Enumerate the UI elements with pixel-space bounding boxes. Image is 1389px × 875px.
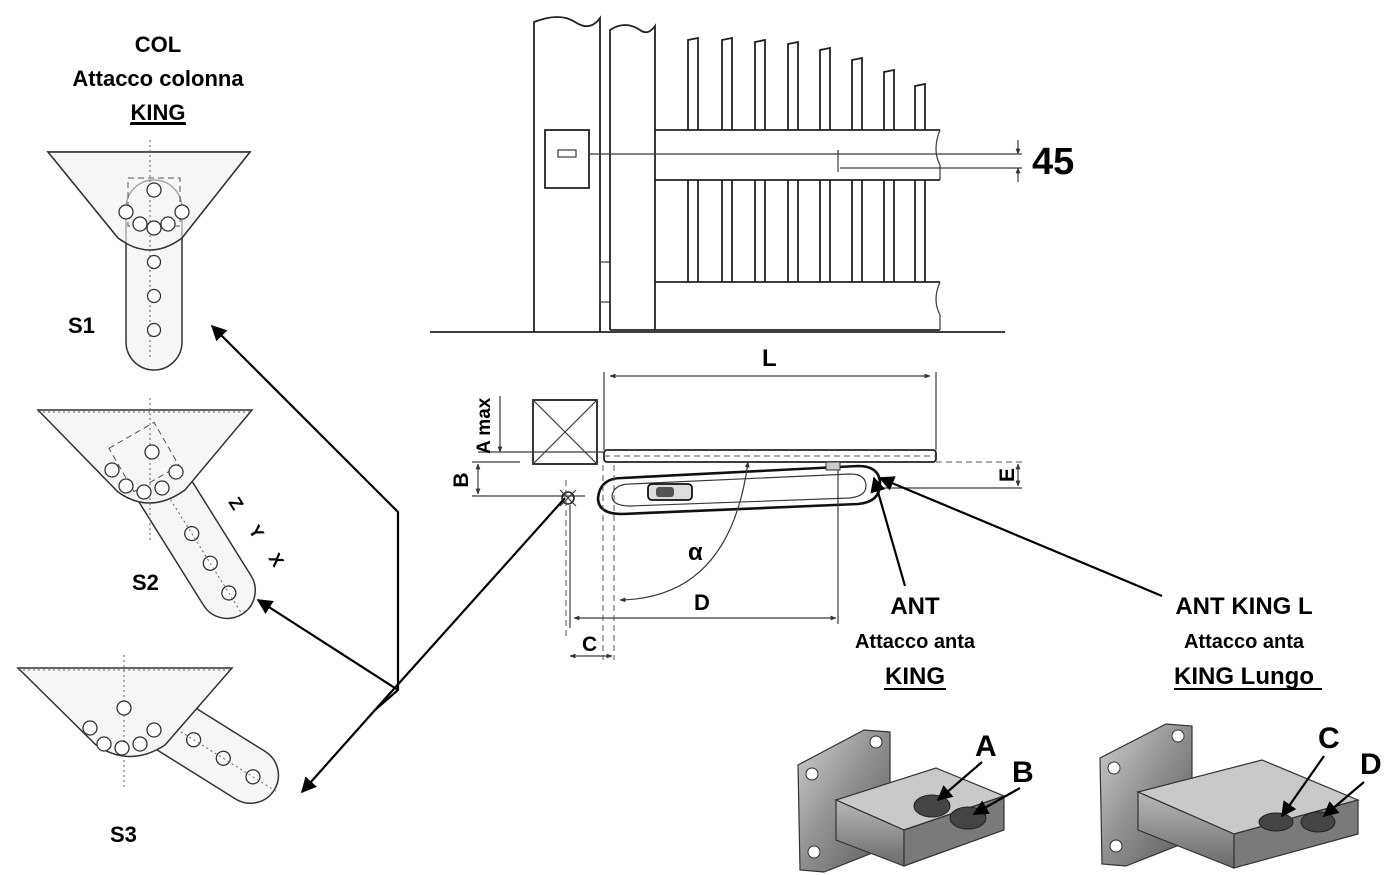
col-description: Attacco colonna [72, 66, 244, 91]
ant-king-l-heading: ANT KING L Attacco anta KING Lungo [1174, 593, 1322, 690]
ant-model: KING [885, 663, 945, 690]
col-code: COL [135, 32, 181, 57]
plan-view: L A max B E α D [450, 345, 1163, 660]
ant-hole-b: B [1012, 756, 1034, 789]
ant-king-l-code: ANT KING L [1175, 593, 1312, 620]
bracket-s1: S1 [46, 140, 252, 371]
gate-dimension-45: 45 [1032, 141, 1074, 183]
ant-heading: ANT Attacco anta KING [855, 593, 976, 690]
ant-king-l-hole-d: D [1360, 748, 1382, 781]
ant-description: Attacco anta [855, 631, 976, 653]
ant-king-l-bracket-photo: C D [1099, 722, 1382, 869]
ant-king-l-model: KING Lungo [1174, 663, 1314, 690]
gate-elevation: 45 [430, 15, 1074, 333]
ant-code: ANT [890, 593, 940, 620]
dim-l: L [762, 345, 777, 372]
dim-alpha: α [688, 539, 703, 566]
dim-d: D [694, 590, 710, 615]
bracket-s3: S3 [16, 655, 280, 847]
bracket-s2: Z Y X S2 [36, 398, 288, 620]
col-model: KING [131, 100, 186, 125]
ant-hole-a: A [975, 730, 997, 763]
gate-bars [687, 36, 926, 282]
bracket-s2-hole-y: Y [245, 522, 268, 543]
col-heading: COL Attacco colonna KING [72, 32, 244, 125]
bracket-s2-hole-x: X [265, 550, 288, 571]
bracket-s1-label: S1 [68, 313, 95, 338]
bracket-s2-hole-z: Z [225, 494, 248, 514]
bracket-pointer-arrows [210, 324, 566, 794]
dim-b: B [450, 472, 473, 487]
dim-c: C [582, 633, 597, 656]
ant-bracket-photo: A B [797, 729, 1034, 873]
dim-a-max: A max [474, 397, 495, 454]
bracket-s3-label: S3 [110, 822, 137, 847]
dim-e: E [996, 468, 1019, 482]
ant-king-l-description: Attacco anta [1184, 631, 1305, 653]
ant-king-l-hole-c: C [1318, 722, 1340, 755]
bracket-s2-label: S2 [132, 570, 159, 595]
